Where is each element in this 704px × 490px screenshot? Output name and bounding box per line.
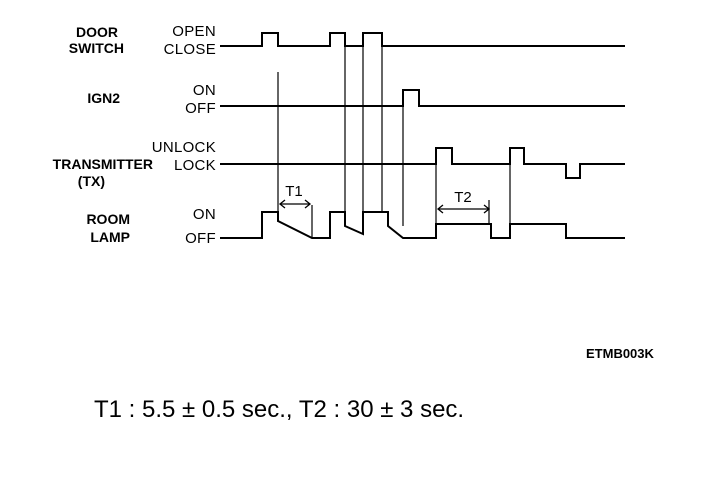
t2-interval-marker: T2 bbox=[436, 189, 491, 224]
ign2-state-off: OFF bbox=[185, 100, 216, 117]
door-switch-state-open: OPEN bbox=[172, 23, 216, 40]
timing-caption: T1 : 5.5 ± 0.5 sec., T2 : 30 ± 3 sec. bbox=[94, 396, 465, 423]
door-switch-waveform bbox=[220, 32, 625, 47]
ign2-state-on: ON bbox=[193, 82, 216, 99]
t2-label: T2 bbox=[454, 189, 472, 206]
room-lamp-name-line1: ROOM bbox=[86, 211, 130, 227]
door-switch-name-line2: SWITCH bbox=[69, 40, 124, 56]
figure-code: ETMB003K bbox=[586, 346, 654, 361]
transmitter-name-line1: TRANSMITTER bbox=[53, 156, 153, 172]
room-lamp-state-on: ON bbox=[193, 206, 216, 223]
ign2-waveform bbox=[220, 89, 625, 107]
transmitter-state-lock: LOCK bbox=[174, 157, 216, 174]
room-lamp-state-off: OFF bbox=[185, 230, 216, 247]
door-switch-state-close: CLOSE bbox=[164, 41, 216, 58]
t1-interval-marker: T1 bbox=[278, 183, 312, 209]
room-lamp-waveform bbox=[220, 211, 625, 239]
transmitter-state-unlock: UNLOCK bbox=[152, 139, 216, 156]
ign2-name: IGN2 bbox=[87, 90, 120, 106]
room-lamp-name-line2: LAMP bbox=[90, 229, 130, 245]
transmitter-name-line2: (TX) bbox=[78, 173, 105, 189]
door-switch-name-line1: DOOR bbox=[76, 24, 118, 40]
transmitter-waveform bbox=[220, 147, 625, 179]
t1-label: T1 bbox=[285, 183, 303, 200]
